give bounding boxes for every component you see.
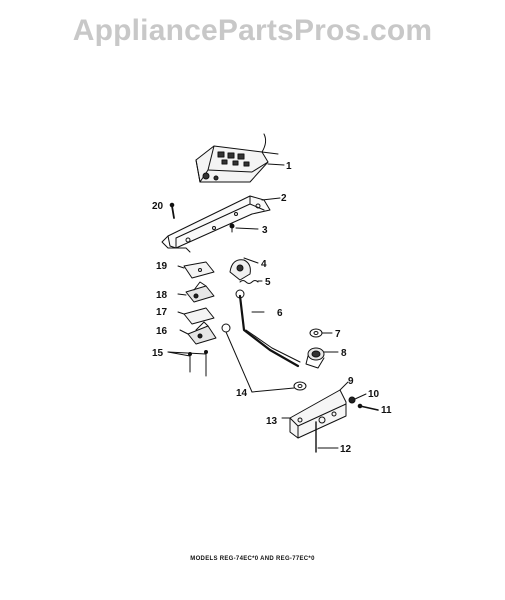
callout-12: 12 <box>340 444 352 455</box>
callout-13: 13 <box>266 416 278 427</box>
callout-15: 15 <box>152 348 164 359</box>
watermark: AppliancePartsPros.com <box>72 14 433 47</box>
part-screws-15 <box>167 350 208 377</box>
callout-1: 1 <box>286 161 292 172</box>
callout-5: 5 <box>265 277 271 288</box>
part-plate-17 <box>177 307 215 325</box>
part-base-bracket <box>281 381 349 439</box>
callout-19: 19 <box>156 261 168 272</box>
callout-8: 8 <box>341 348 347 359</box>
part-nut-10 <box>348 393 367 404</box>
callout-labels: 1 2 3 4 5 6 7 8 9 10 11 12 13 14 15 16 1… <box>152 161 392 455</box>
callout-7: 7 <box>335 329 341 340</box>
callout-14: 14 <box>236 388 248 399</box>
callout-17: 17 <box>156 307 168 318</box>
callout-16: 16 <box>156 326 168 337</box>
part-washers-14 <box>221 323 307 393</box>
part-plate-19 <box>177 261 215 279</box>
part-plate-16 <box>179 321 217 345</box>
part-plate-18 <box>177 281 215 303</box>
part-switch-assembly <box>195 133 285 183</box>
callout-10: 10 <box>368 389 380 400</box>
callout-2: 2 <box>281 193 287 204</box>
callout-3: 3 <box>262 225 268 236</box>
callout-11: 11 <box>381 405 392 416</box>
part-roller <box>305 347 339 369</box>
callout-9: 9 <box>348 376 354 387</box>
part-screw-12 <box>315 421 339 453</box>
callout-4: 4 <box>261 259 267 270</box>
callout-20: 20 <box>152 201 164 212</box>
part-cam <box>229 257 259 281</box>
part-screw-3 <box>229 223 259 233</box>
part-washer-7 <box>309 328 333 338</box>
part-screw-20 <box>169 202 175 219</box>
part-spring <box>239 280 263 284</box>
part-screw-11 <box>357 403 379 411</box>
part-shaft <box>235 289 301 368</box>
callout-6: 6 <box>277 308 283 319</box>
callout-18: 18 <box>156 290 168 301</box>
models-caption: MODELS REG-74EC*0 AND REG-77EC*0 <box>190 556 315 562</box>
part-mounting-bracket <box>161 195 281 253</box>
